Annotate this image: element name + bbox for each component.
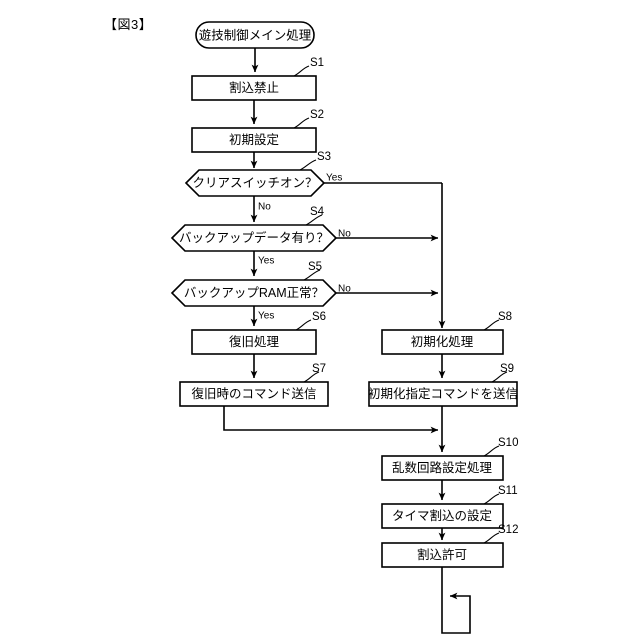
s8-step-number: S8: [498, 311, 512, 323]
node-s8: 初期化処理 S8: [381, 311, 512, 355]
s8-label: 初期化処理: [411, 335, 474, 349]
s7-box-shape: [179, 381, 329, 407]
s2-step-number: S2: [310, 109, 324, 121]
s9-step-number: S9: [500, 363, 514, 375]
node-start: 遊技制御メイン処理: [195, 21, 315, 49]
s1-step-number: S1: [310, 57, 324, 69]
connector-s12-loop-back: [441, 567, 471, 634]
s8-step-leader: [483, 319, 500, 331]
s5-label: バックアップRAM正常？: [184, 286, 324, 300]
s11-step-number: S11: [498, 485, 518, 497]
s7-step-number: S7: [312, 363, 326, 375]
s5-yes-branch-label: Yes: [258, 311, 274, 322]
s4-step-leader: [305, 214, 323, 226]
s10-step-leader: [483, 445, 500, 457]
s12-step-leader: [483, 532, 500, 544]
s5-no-branch-label: No: [338, 284, 351, 295]
s10-box-shape: [381, 455, 504, 481]
s10-step-number: S10: [498, 437, 518, 449]
s3-step-number: S3: [317, 151, 331, 163]
figure-number-label: 【図3】: [104, 17, 153, 32]
s5-step-leader: [303, 269, 321, 281]
s2-label: 初期設定: [229, 132, 279, 147]
s6-step-leader: [295, 319, 312, 331]
s12-box-shape: [381, 542, 504, 568]
s12-label: 割込許可: [417, 547, 467, 562]
s5-step-number: S5: [308, 261, 322, 273]
s12-step-number: S12: [498, 524, 518, 536]
node-s10: 乱数回路設定処理 S10: [381, 437, 518, 481]
s4-yes-branch-label: Yes: [258, 256, 274, 267]
node-s1: 割込禁止 S1: [191, 57, 324, 101]
s1-step-leader: [293, 65, 310, 77]
s4-step-number: S4: [310, 206, 325, 218]
s3-no-branch-label: No: [258, 202, 271, 213]
s3-step-leader: [299, 159, 317, 171]
start-label: 遊技制御メイン処理: [199, 27, 312, 42]
s4-no-branch-label: No: [338, 229, 351, 240]
node-s3: クリアスイッチオン？ S3 Yes No: [184, 151, 342, 213]
connector-s7-to-main-trunk: [223, 406, 439, 434]
s2-step-leader: [293, 117, 310, 129]
s11-label: タイマ割込の設定: [392, 508, 492, 523]
s3-label: クリアスイッチオン？: [192, 176, 317, 190]
s7-step-leader: [303, 371, 320, 383]
node-s7: 復旧時のコマンド送信 S7: [179, 363, 329, 407]
s6-label: 復旧処理: [229, 334, 280, 349]
s6-step-number: S6: [312, 311, 326, 323]
s10-label: 乱数回路設定処理: [392, 460, 493, 475]
s4-label: バックアップデータ有り？: [179, 230, 329, 245]
s9-step-leader: [491, 371, 508, 383]
node-s12: 割込許可 S12: [381, 524, 518, 568]
node-s5: バックアップRAM正常？ S5 No Yes: [170, 261, 351, 322]
s7-label: 復旧時のコマンド送信: [191, 386, 316, 401]
node-s2: 初期設定 S2: [191, 109, 324, 153]
node-s4: バックアップデータ有り？ S4 No Yes: [170, 206, 351, 267]
node-s11: タイマ割込の設定 S11: [381, 485, 518, 529]
node-s9: 初期化指定コマンドを送信 S9: [368, 363, 518, 407]
s3-yes-branch-label: Yes: [326, 173, 342, 184]
s1-label: 割込禁止: [229, 80, 279, 95]
s9-label: 初期化指定コマンドを送信: [368, 386, 518, 401]
s2-box-shape: [191, 127, 317, 153]
s9-box-shape: [368, 381, 518, 407]
s11-step-leader: [483, 493, 500, 505]
